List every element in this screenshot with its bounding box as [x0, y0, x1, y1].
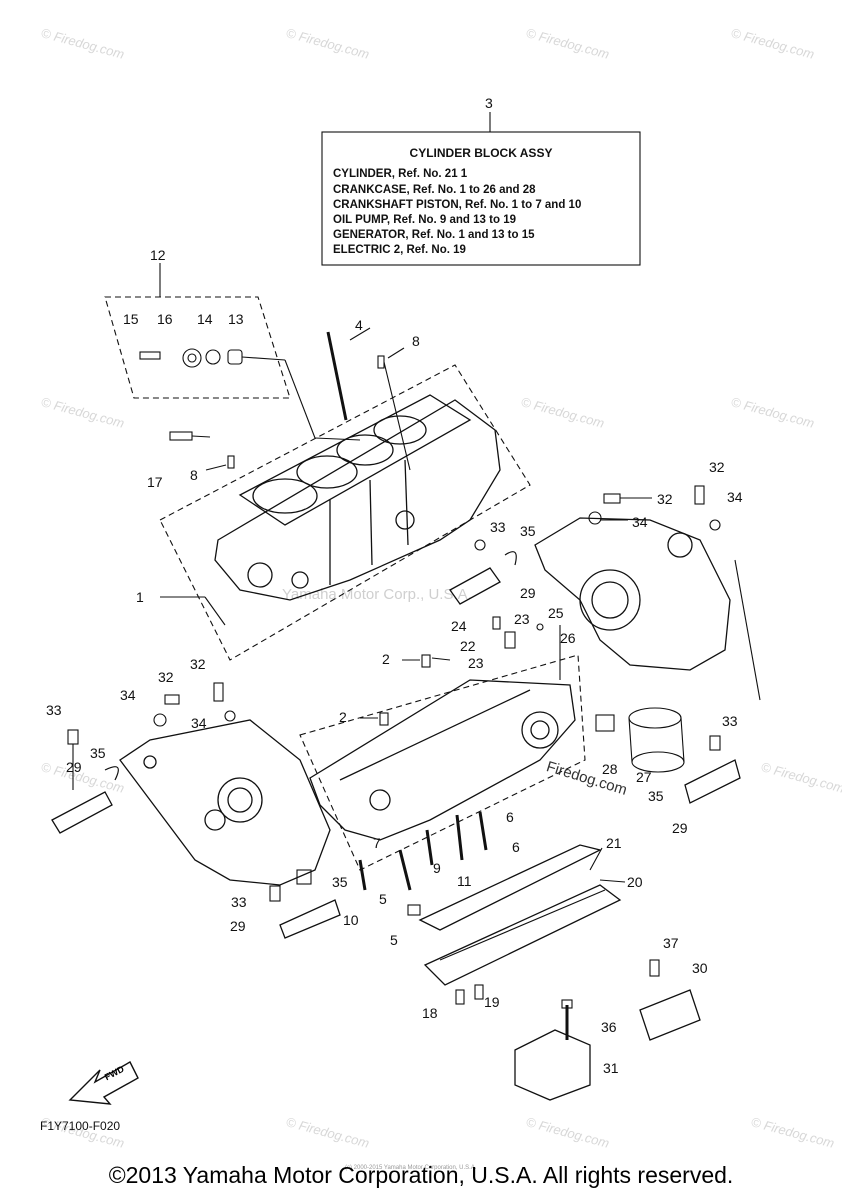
callout: 33: [722, 713, 738, 729]
callout: 15: [123, 311, 139, 327]
callout: 2: [382, 651, 390, 667]
callout: 29: [672, 820, 688, 836]
callout: 18: [422, 1005, 438, 1021]
callout: 23: [514, 611, 530, 627]
callout: 33: [231, 894, 247, 910]
callout: 37: [663, 935, 679, 951]
box-31: [514, 1029, 591, 1101]
callout: 12: [150, 247, 166, 263]
callout: 35: [648, 788, 664, 804]
callout: 6: [512, 839, 520, 855]
oil-pan-18: [423, 884, 622, 986]
callout: 34: [191, 715, 207, 731]
info-box-line: CRANKCASE, Ref. No. 1 to 26 and 28: [333, 184, 536, 196]
callout: 9: [433, 860, 441, 876]
lower-bracket-29: [279, 899, 341, 939]
right-cover: [534, 517, 731, 671]
callout: 32: [657, 491, 673, 507]
callout: 5: [379, 891, 387, 907]
oil-filter-27: [628, 707, 685, 773]
callout: 28: [602, 761, 618, 777]
group-12-parts: [139, 348, 361, 441]
callout: 36: [601, 1019, 617, 1035]
callout: 31: [603, 1060, 619, 1076]
fwd-arrow: [68, 1061, 139, 1105]
callout: 34: [727, 489, 743, 505]
info-box-line: GENERATOR, Ref. No. 1 and 13 to 15: [333, 229, 535, 241]
right-bracket-29: [684, 759, 741, 804]
callout: 26: [560, 630, 576, 646]
callout: 29: [66, 759, 82, 775]
left-cover: [119, 719, 331, 886]
callout: 7: [373, 835, 381, 851]
callout: 6: [506, 809, 514, 825]
info-box-line: ELECTRIC 2, Ref. No. 19: [333, 244, 466, 256]
info-box-line: CRANKSHAFT PISTON, Ref. No. 1 to 7 and 1…: [333, 199, 582, 211]
callout: 20: [627, 874, 643, 890]
callout: 8: [190, 467, 198, 483]
callout: 2: [339, 709, 347, 725]
callout: 19: [484, 994, 500, 1010]
callout: 23: [468, 655, 484, 671]
callout: 14: [197, 311, 213, 327]
callout: 35: [520, 523, 536, 539]
cylinder-block-frame: [159, 364, 531, 661]
callout: 16: [157, 311, 173, 327]
callout: 25: [548, 605, 564, 621]
left-bracket-29: [51, 791, 113, 834]
callout: 1: [136, 589, 144, 605]
callout: 17: [147, 474, 163, 490]
callout: 34: [120, 687, 136, 703]
callout: 27: [636, 769, 652, 785]
watermark-center: Yamaha Motor Corp., U.S.A.: [282, 586, 472, 603]
fine-print: (c) 2000-2015 Yamaha Motor Corporation, …: [345, 1165, 477, 1171]
callout: 30: [692, 960, 708, 976]
figure-code: F1Y7100-F020: [40, 1119, 121, 1133]
cover-30: [639, 989, 701, 1041]
info-box: [321, 131, 641, 266]
cylinder-block: [214, 394, 501, 601]
callout: 32: [709, 459, 725, 475]
callout: 32: [190, 656, 206, 672]
callout: 33: [46, 702, 62, 718]
gasket-19: [418, 844, 602, 931]
copyright-notice: ©2013 Yamaha Motor Corporation, U.S.A. A…: [108, 1162, 734, 1188]
callout: 10: [343, 912, 359, 928]
callout: 32: [158, 669, 174, 685]
crankcase: [309, 679, 576, 841]
callout: 13: [228, 311, 244, 327]
callout: 24: [451, 618, 467, 634]
callout: 4: [355, 317, 363, 333]
callout: 8: [412, 333, 420, 349]
info-box-line: OIL PUMP, Ref. No. 9 and 13 to 19: [333, 214, 516, 226]
callout: 35: [332, 874, 348, 890]
callout: 33: [490, 519, 506, 535]
callout: 34: [632, 514, 648, 530]
callout: 35: [90, 745, 106, 761]
info-box-title: CYLINDER BLOCK ASSY: [409, 146, 553, 160]
upper-bracket-29: [449, 567, 501, 605]
callout: 3: [485, 95, 493, 111]
callout: 29: [230, 918, 246, 934]
callout: 5: [390, 932, 398, 948]
callout: 11: [457, 873, 472, 889]
callout: 21: [606, 835, 622, 851]
callout: 29: [520, 585, 536, 601]
info-box-line: CYLINDER, Ref. No. 21 1: [333, 168, 468, 180]
group-12-frame: [104, 296, 291, 399]
callout: 22: [460, 638, 476, 654]
crankcase-frame: [299, 654, 586, 871]
